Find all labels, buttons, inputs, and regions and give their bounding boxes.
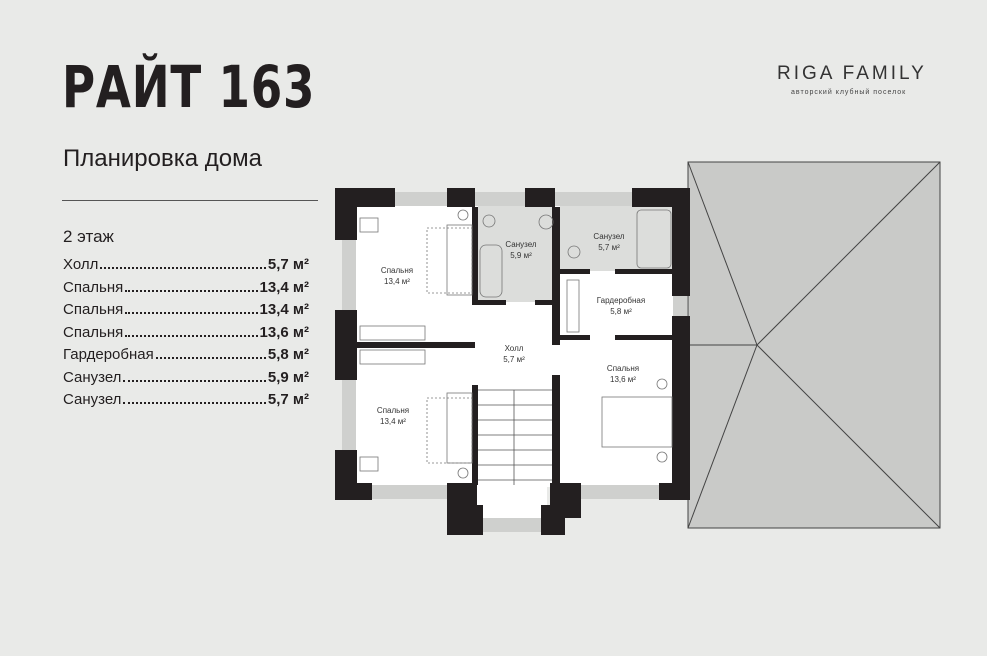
page-subtitle: Планировка дома <box>63 145 262 172</box>
leader-dots <box>123 379 266 382</box>
room-name: Санузел <box>505 240 536 249</box>
room-name: Санузел <box>63 391 122 408</box>
room-name: Санузел <box>63 368 122 386</box>
room-area: 5,8 м² <box>267 346 309 363</box>
room-name: Холл <box>63 256 99 273</box>
leader-dots <box>125 334 258 337</box>
page-title: РАЙТ 163 <box>62 53 316 121</box>
room-area: 5,7 м² <box>267 391 309 408</box>
room-area: 5,7 м² <box>598 243 620 252</box>
room-area: 5,8 м² <box>610 307 632 316</box>
walls <box>335 188 690 535</box>
staircase <box>478 389 552 485</box>
room-name: Спальня <box>63 301 124 318</box>
room-area: 5,9 м² <box>267 368 309 386</box>
room-area: 13,4 м² <box>384 277 410 286</box>
room-labels: Спальня 13,4 м² Спальня 13,4 м² Санузел … <box>377 232 645 426</box>
room-area: 13,6 м² <box>610 375 636 384</box>
room-name: Спальня <box>377 406 409 415</box>
divider <box>62 200 318 201</box>
room-list-item: Санузел 5,9 м² <box>63 369 309 392</box>
furniture <box>359 209 673 479</box>
room-name: Холл <box>505 344 524 353</box>
leader-dots <box>125 289 258 292</box>
room-area: 13,4 м² <box>259 301 309 318</box>
room-list-item: Санузел 5,7 м² <box>63 391 309 414</box>
room-area: 5,7 м² <box>503 355 525 364</box>
room-area: 13,4 м² <box>380 417 406 426</box>
room-name: Санузел <box>593 232 624 241</box>
windows <box>342 192 687 532</box>
room-name: Гардеробная <box>63 346 154 363</box>
leader-dots <box>155 357 266 359</box>
room-name: Спальня <box>607 364 639 373</box>
roof <box>687 161 941 529</box>
room-name: Спальня <box>63 278 124 296</box>
leader-dots <box>125 312 258 314</box>
room-area: 5,9 м² <box>510 251 532 260</box>
room-area: 13,6 м² <box>259 323 309 341</box>
room-list: Холл 5,7 м² Спальня 13,4 м² Спальня 13,4 м²… <box>63 256 309 414</box>
room-list-item: Спальня 13,6 м² <box>63 324 309 347</box>
room-list-item: Гардеробная 5,8 м² <box>63 346 309 369</box>
room-list-item: Холл 5,7 м² <box>63 256 309 279</box>
leader-dots <box>123 402 266 404</box>
room-name: Спальня <box>381 266 413 275</box>
brand-logo: RIGA FAMILY <box>777 63 927 84</box>
room-name: Гардеробная <box>597 296 645 305</box>
leader-dots <box>100 267 266 269</box>
brand-tagline: авторский клубный поселок <box>791 89 907 96</box>
room-name: Спальня <box>63 323 124 341</box>
room-area: 5,7 м² <box>267 256 309 273</box>
floor-label: 2 этаж <box>63 227 114 246</box>
room-area: 13,4 м² <box>259 278 309 296</box>
room-list-item: Спальня 13,4 м² <box>63 301 309 324</box>
room-list-item: Спальня 13,4 м² <box>63 279 309 302</box>
